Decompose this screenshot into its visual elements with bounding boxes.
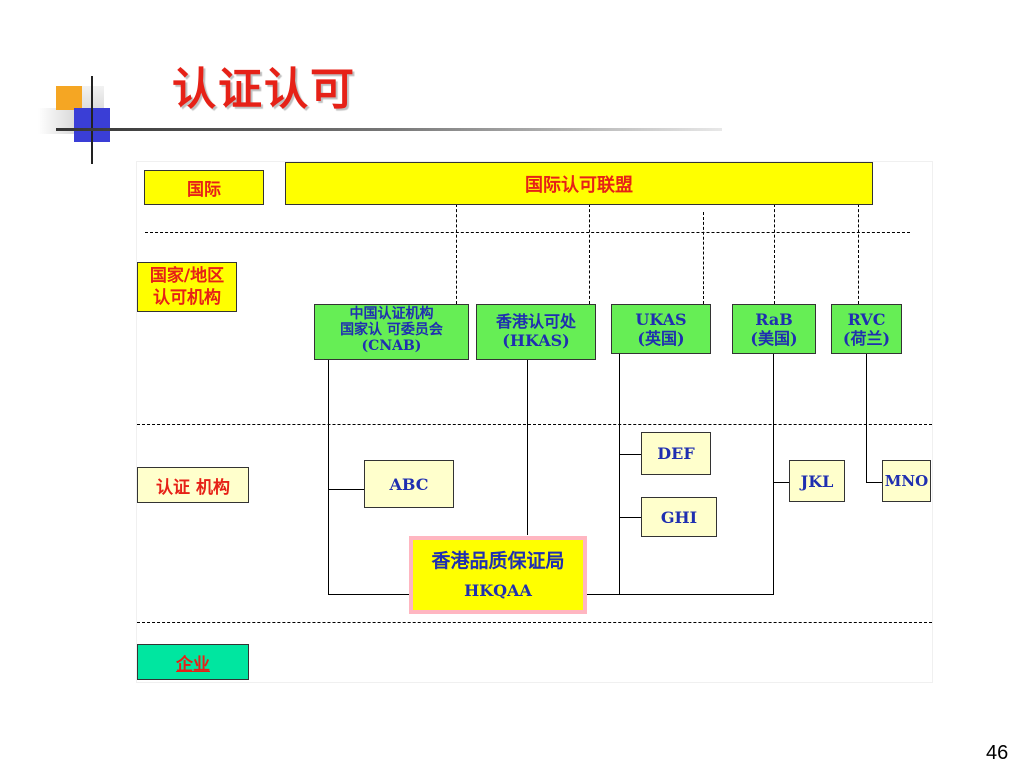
cert-body-hkqaa: 香港品质保证局 HKQAA	[409, 536, 587, 614]
cert-body-def: DEF	[641, 432, 711, 475]
dashed-connector	[703, 212, 704, 304]
dashed-connector	[456, 204, 457, 304]
hkqaa-box: 香港品质保证局 HKQAA	[413, 540, 583, 610]
cert-body-abc: ABC	[364, 460, 454, 508]
connector-line	[773, 352, 774, 595]
connector-line	[866, 352, 867, 482]
level-separator	[137, 424, 932, 425]
accreditation-body-rvc: RVC (荷兰)	[831, 304, 902, 354]
level-separator	[137, 622, 932, 623]
international-accreditation-forum: 国际认可联盟	[285, 162, 873, 205]
level-certification: 认证 机构	[137, 467, 249, 503]
level-separator	[145, 232, 910, 233]
accreditation-body-hkas: 香港认可处 (HKAS)	[476, 304, 596, 360]
decoration-block	[82, 86, 104, 110]
hkqaa-chinese-name: 香港品质保证局	[431, 550, 565, 572]
connector-line	[328, 360, 329, 595]
decoration-line	[91, 76, 93, 164]
connector-line	[619, 352, 620, 595]
hkqaa-english-name: HKQAA	[464, 581, 532, 600]
dashed-connector	[858, 204, 859, 304]
cert-body-jkl: JKL	[789, 460, 845, 502]
connector-line	[527, 360, 528, 535]
connector-line	[619, 517, 641, 518]
accreditation-body-rab: RaB (美国)	[732, 304, 816, 354]
level-national: 国家/地区 认可机构	[137, 262, 237, 312]
connector-line	[773, 482, 789, 483]
accreditation-body-ukas: UKAS (英国)	[611, 304, 711, 354]
connector-line	[328, 489, 364, 490]
decoration-block	[56, 86, 86, 110]
connector-line	[619, 454, 641, 455]
connector-line	[585, 594, 773, 595]
connector-line	[866, 482, 882, 483]
accreditation-body-cnab: 中国认证机构 国家认 可委员会 (CNAB)	[314, 304, 469, 360]
accreditation-diagram: 国际 国家/地区 认可机构 认证 机构 企业 国际认可联盟 中国认证机构 国家认…	[137, 162, 932, 682]
page-number: 46	[986, 742, 1009, 764]
level-international: 国际	[144, 170, 264, 205]
dashed-connector	[774, 204, 775, 304]
title-underline	[56, 128, 722, 131]
level-enterprise: 企业	[137, 644, 249, 680]
slide-title: 认证认可	[172, 64, 356, 115]
connector-line	[328, 594, 410, 595]
cert-body-mno: MNO	[882, 460, 931, 502]
cert-body-ghi: GHI	[641, 497, 717, 537]
dashed-connector	[589, 204, 590, 304]
